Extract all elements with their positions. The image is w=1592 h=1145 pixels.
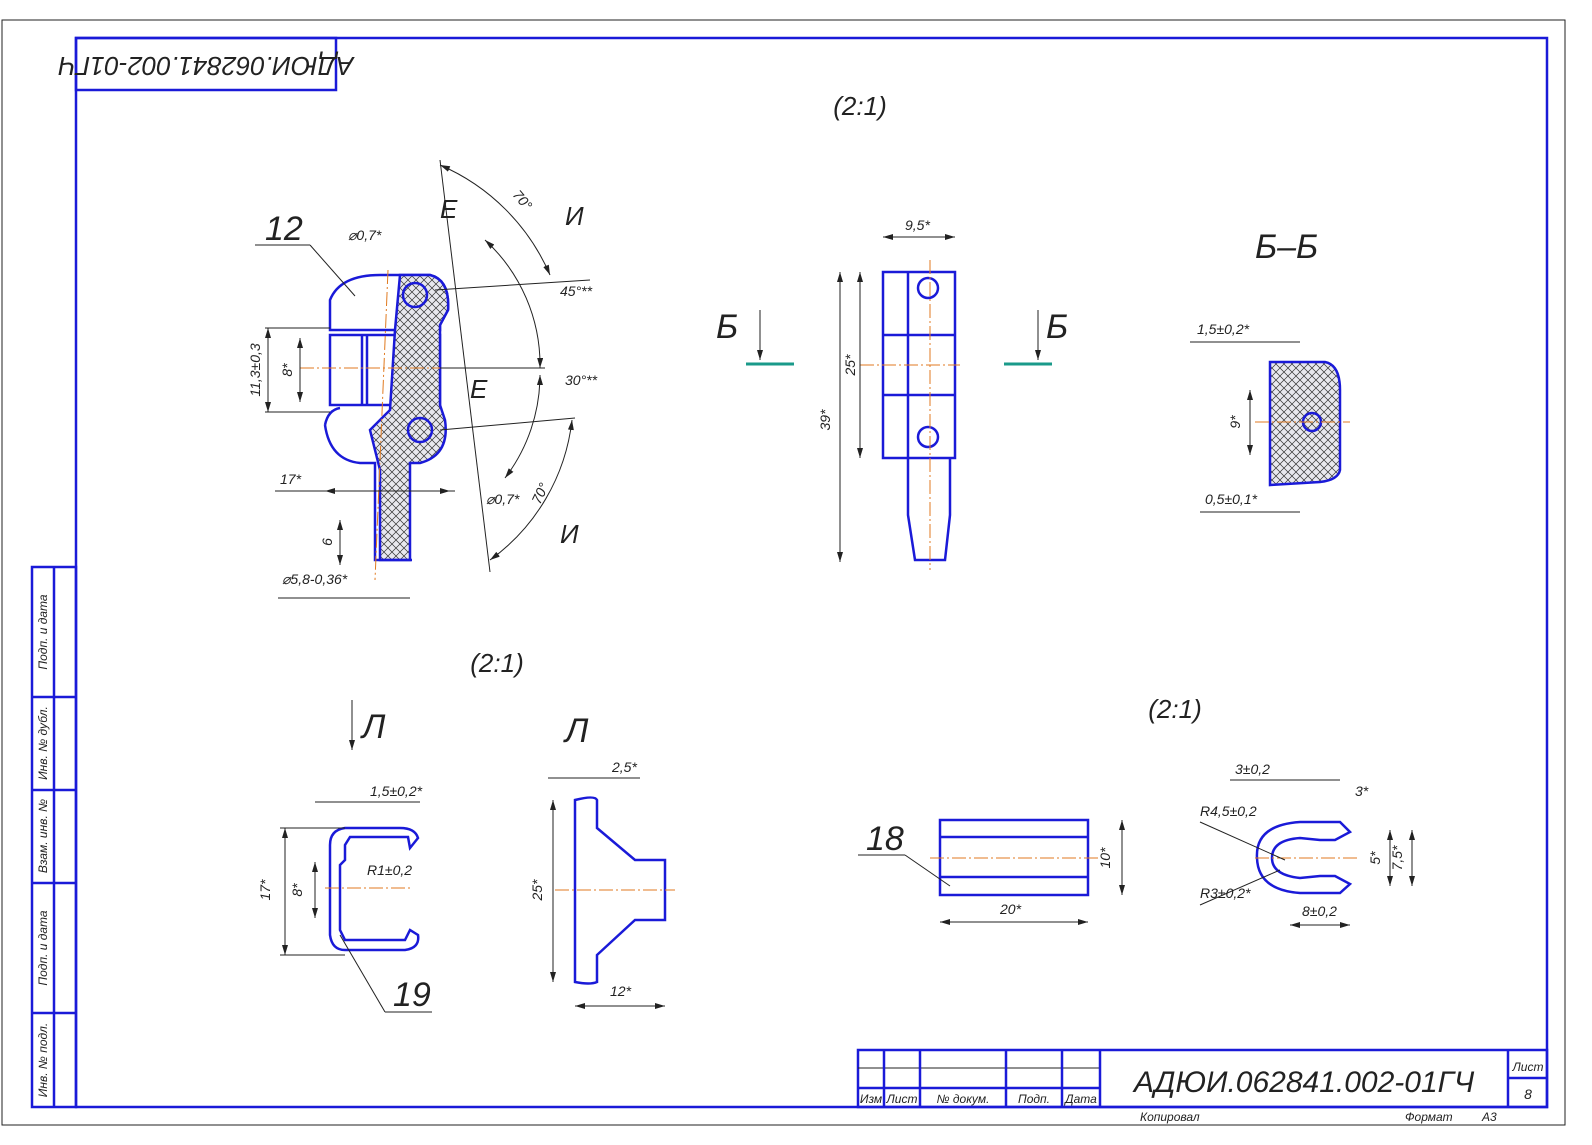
- label-e-top: Е: [440, 194, 458, 224]
- section-mark-left: Б: [716, 308, 738, 346]
- dim-outer: 7,5*: [1389, 845, 1405, 870]
- side-column: Подп. и дата Инв. № дубл. Взам. инв. № П…: [30, 565, 78, 1109]
- angle-45: 45°**: [560, 283, 593, 299]
- section-mark-right: Б: [1046, 308, 1068, 346]
- dim-wall: 1,5±0,2*: [1197, 321, 1250, 337]
- view-arrow-label: Л: [360, 708, 386, 746]
- dim-height: 11,3±0,3: [247, 343, 263, 397]
- stamp-box: [74, 36, 338, 92]
- dim-length2: 8±0,2: [1302, 903, 1337, 919]
- header-sign: Подп.: [1018, 1092, 1050, 1106]
- scale-label: (2:1): [470, 648, 523, 678]
- callout-19: 19: [393, 976, 431, 1014]
- main-view: (2:1) 12 ⌀0,7* ⌀0,7* 11,3±0,3 8* 17* 6 ⌀…: [247, 91, 887, 599]
- label-i-bottom: И: [560, 519, 579, 549]
- label-i-top: И: [565, 201, 584, 231]
- dim-width: 17*: [280, 471, 302, 487]
- dim-tip-len: 6: [319, 538, 335, 546]
- header-list: Лист: [886, 1092, 918, 1106]
- angle-top: 70°: [510, 187, 536, 214]
- side-label: Подп. и дата: [36, 594, 50, 669]
- dim-r-inner: R3±0,2*: [1200, 885, 1251, 901]
- dim-edge: 2,5*: [611, 759, 637, 775]
- section-title: Б–Б: [1255, 228, 1318, 266]
- scale-label: (2:1): [833, 91, 886, 121]
- dim-inner: 8*: [289, 883, 305, 897]
- dim-inner: 25*: [842, 354, 858, 377]
- dim-total: 39*: [817, 409, 833, 431]
- dim-thickness: 1,5±0,2*: [370, 783, 423, 799]
- dim-slot: 5*: [1367, 851, 1383, 865]
- dim-inner: 8*: [279, 363, 295, 377]
- side-label: Инв. № дубл.: [36, 706, 50, 780]
- dim-d2: 3*: [1355, 783, 1369, 799]
- dim-hole-top: ⌀0,7*: [348, 227, 382, 243]
- dim-side-height: 25*: [529, 879, 545, 902]
- outer-border: [1, 19, 1566, 1126]
- label-e-bottom: Е: [470, 374, 488, 404]
- dim-radius: R1±0,2: [367, 862, 412, 878]
- dim-height: 10*: [1097, 847, 1113, 869]
- dim-length: 20*: [999, 901, 1022, 917]
- section-view: Б–Б 1,5±0,2* 9* 0,5±0,1*: [1190, 228, 1350, 513]
- scale-label: (2:1): [1148, 694, 1201, 724]
- dim-gap: 0,5±0,1*: [1205, 491, 1258, 507]
- dim-height: 9*: [1227, 415, 1243, 429]
- dim-hole-bottom: ⌀0,7*: [486, 491, 520, 507]
- dim-d1: 3±0,2: [1235, 761, 1270, 777]
- dim-side-width: 12*: [610, 983, 632, 999]
- angle-bottom: 70°: [528, 480, 552, 506]
- dim-r-outer: R4,5±0,2: [1200, 803, 1257, 819]
- side-label: Взам. инв. №: [36, 799, 50, 873]
- sheet-number: 8: [1524, 1086, 1532, 1102]
- dim-width: 9,5*: [905, 217, 930, 233]
- header-doc: № докум.: [937, 1092, 990, 1106]
- angle-30: 30°**: [565, 372, 598, 388]
- side-label: Инв. № подл.: [36, 1023, 50, 1097]
- side-view: 9,5* 25* 39* Б Б: [716, 217, 1068, 570]
- format-label: Формат: [1405, 1110, 1453, 1124]
- bar-views: (2:1) 18 10* 20* 3±0,2 3* R4,5±0,2 R3±0,…: [858, 694, 1415, 928]
- title-block: Изм Лист № докум. Подп. Дата АДЮИ.062841…: [856, 1048, 1549, 1124]
- copied-label: Копировал: [1140, 1110, 1200, 1124]
- sheet-label: Лист: [1512, 1060, 1544, 1074]
- dim-height: 17*: [257, 879, 273, 901]
- dim-tip-dia: ⌀5,8-0,36*: [282, 571, 348, 587]
- callout-18: 18: [866, 820, 904, 858]
- header-date: Дата: [1063, 1092, 1097, 1106]
- clip-views: (2:1) Л Л 1,5±0,2* R1±0,2 17* 8* 19 2,5*…: [257, 648, 675, 1014]
- view-title: Л: [563, 712, 589, 750]
- side-label: Подп. и дата: [36, 910, 50, 985]
- designation: АДЮИ.062841.002-01ГЧ: [1132, 1066, 1475, 1099]
- format-value: A3: [1481, 1110, 1497, 1124]
- callout-12: 12: [265, 210, 303, 248]
- header-izm: Изм: [860, 1092, 882, 1106]
- stamp-code: АДЮИ.062841.002-01ГЧ: [58, 51, 355, 81]
